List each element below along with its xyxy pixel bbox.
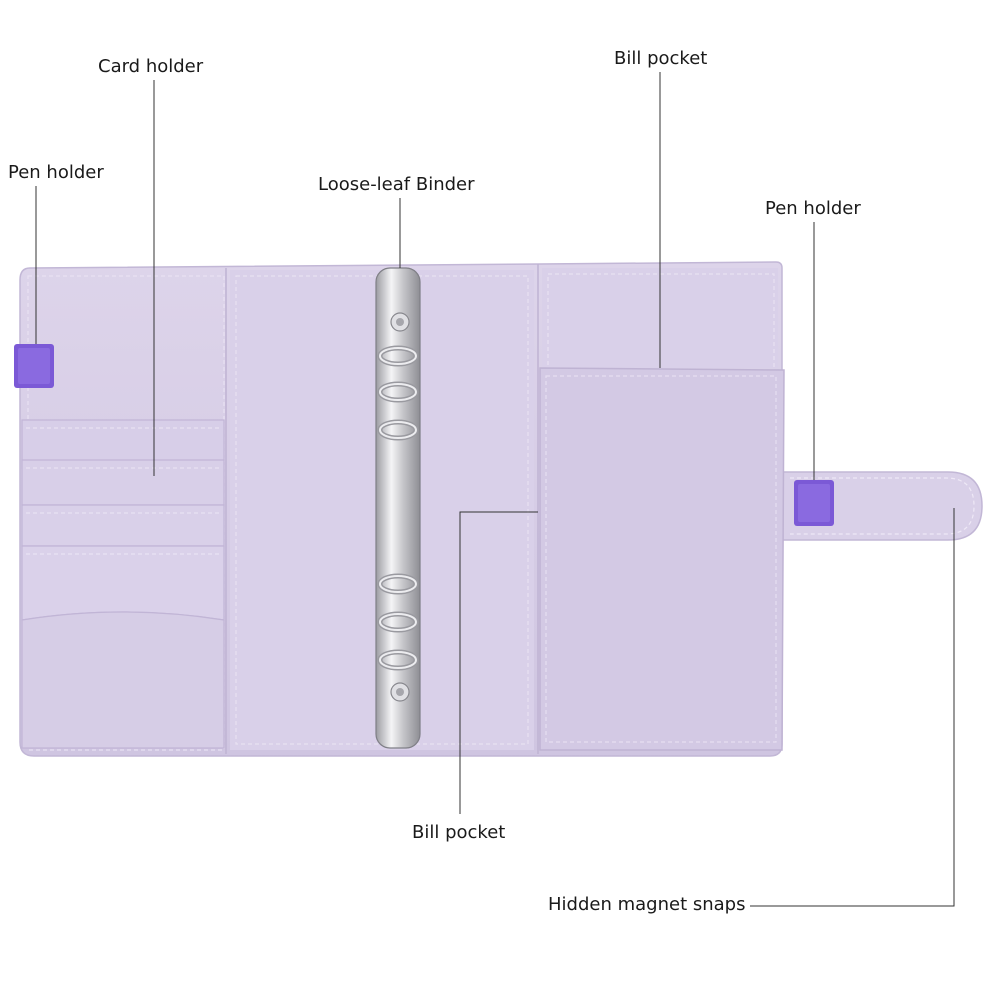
hidden-magnet-snaps-label: Hidden magnet snaps [548, 894, 746, 915]
card-holder-label: Card holder [98, 56, 204, 77]
pen-holder-left-label: Pen holder [8, 162, 104, 183]
bill-pocket-top-label: Bill pocket [614, 48, 708, 69]
pen-holder-right-label: Pen holder [765, 198, 861, 219]
ring-mechanism [375, 267, 421, 749]
bill-pocket-bottom-label: Bill pocket [412, 822, 506, 843]
loose-leaf-binder-label: Loose-leaf Binder [318, 174, 475, 195]
card-slots [21, 419, 225, 749]
leader-bill-pocket-bottom [459, 511, 538, 814]
leader-lines [35, 72, 955, 907]
right-bill-pocket [539, 367, 785, 751]
leader-magnet-snaps [750, 508, 955, 907]
